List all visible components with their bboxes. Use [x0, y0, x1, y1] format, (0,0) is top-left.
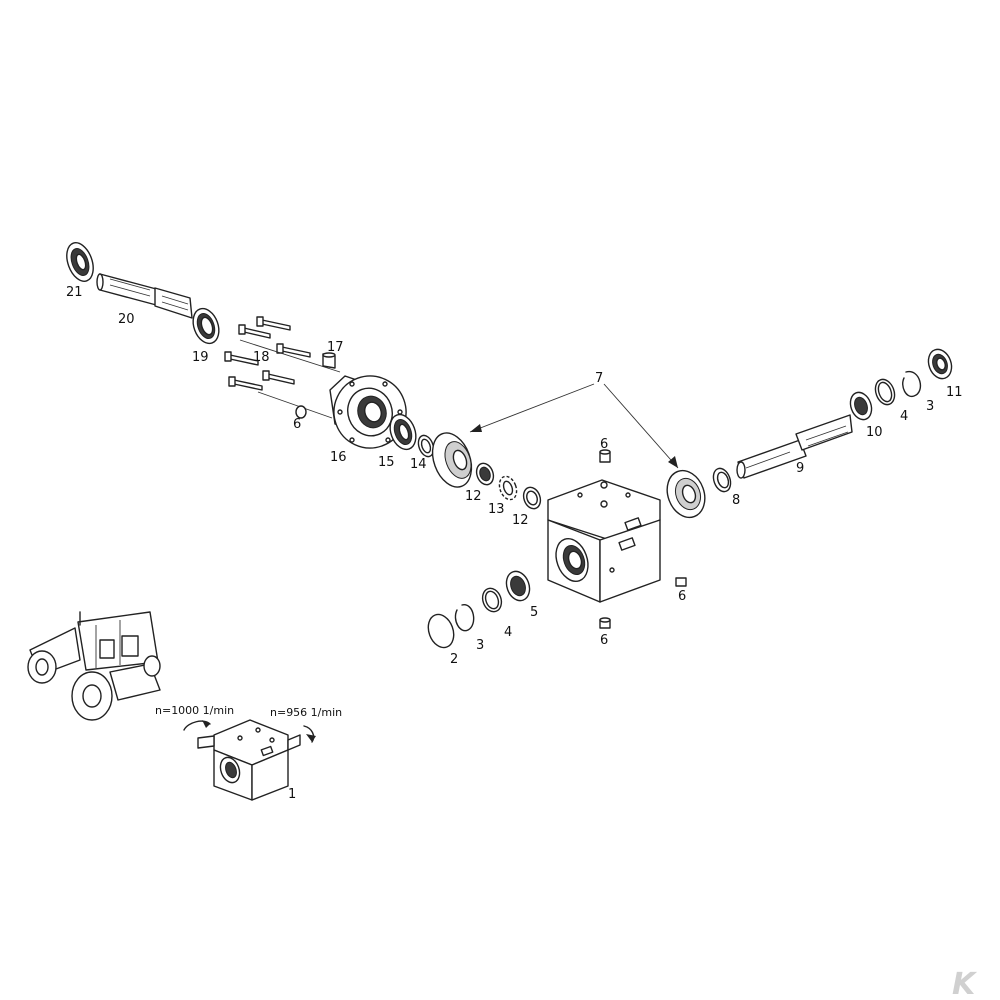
- part-17-dowel: [322, 352, 336, 369]
- callout-labels: 1 2 3 3 4 4 5 6 6 6 6 7 8 9 10 11 12 12 …: [66, 285, 963, 802]
- label-11: 11: [946, 385, 963, 400]
- part-15-bearing: [389, 413, 417, 451]
- part-3-circlip-lower: [454, 604, 475, 632]
- label-14: 14: [410, 457, 427, 472]
- part-3-circlip-upper: [902, 371, 922, 398]
- label-4-upper: 4: [900, 409, 908, 424]
- gearbox-housing: [547, 479, 661, 603]
- label-6-top: 6: [600, 437, 608, 452]
- label-8: 8: [732, 493, 740, 508]
- part-20-input-shaft: [96, 273, 193, 319]
- part-5-bearing: [505, 570, 531, 602]
- part-6-plug-left: [295, 405, 307, 419]
- label-20: 20: [118, 312, 135, 327]
- part-19-bearing: [192, 307, 220, 345]
- part-2-cover: [427, 613, 455, 649]
- label-5: 5: [530, 605, 538, 620]
- part-10-bearing: [849, 391, 873, 421]
- label-12-a: 12: [465, 489, 482, 504]
- label-4-lower: 4: [504, 625, 512, 640]
- label-19: 19: [192, 350, 209, 365]
- label-15: 15: [378, 455, 395, 470]
- brand-logo: K: [952, 967, 978, 1000]
- part-13-tab-washer: [498, 475, 518, 501]
- label-3-upper: 3: [926, 399, 934, 414]
- label-9: 9: [796, 461, 804, 476]
- part-4-shim-lower: [481, 587, 503, 613]
- label-10: 10: [866, 425, 883, 440]
- tractor-illustration: [27, 611, 161, 721]
- part-11-seal: [927, 348, 953, 380]
- label-13: 13: [488, 502, 505, 517]
- part-8-spacer: [712, 467, 732, 493]
- brand-logo-text: K: [952, 967, 978, 1000]
- label-2: 2: [450, 652, 458, 667]
- label-6-bottom: 6: [600, 633, 608, 648]
- part-7-bevel-gear-right: [666, 469, 706, 519]
- label-16: 16: [330, 450, 347, 465]
- part-4-shim-upper: [874, 378, 896, 406]
- part-7-bevel-gear-left: [431, 432, 473, 488]
- part-9-output-shaft: [736, 414, 853, 479]
- part-21-seal: [66, 242, 94, 282]
- part-6-plug-right: [675, 577, 687, 587]
- label-6-right: 6: [678, 589, 686, 604]
- part-1-gearbox-assembly: [183, 719, 316, 801]
- label-6-left: 6: [293, 417, 301, 432]
- part-6-plug-top: [599, 449, 611, 463]
- part-6-plug-bottom: [599, 617, 611, 629]
- part-14-ring: [417, 434, 435, 458]
- label-17: 17: [327, 340, 344, 355]
- part-12-nut-b: [522, 486, 542, 510]
- label-7: 7: [595, 371, 603, 386]
- part-16-bearing-housing: [329, 375, 407, 449]
- part-12-shim-a: [475, 462, 495, 486]
- part-18-bolts: [224, 316, 341, 419]
- part-7-leaders: [469, 383, 679, 469]
- label-3-lower: 3: [476, 638, 484, 653]
- label-12-b: 12: [512, 513, 529, 528]
- output-speed-label: n=956 1/min: [270, 706, 342, 719]
- input-speed-label: n=1000 1/min: [155, 704, 234, 717]
- label-1: 1: [288, 787, 296, 802]
- label-21: 21: [66, 285, 83, 300]
- label-18: 18: [253, 350, 270, 365]
